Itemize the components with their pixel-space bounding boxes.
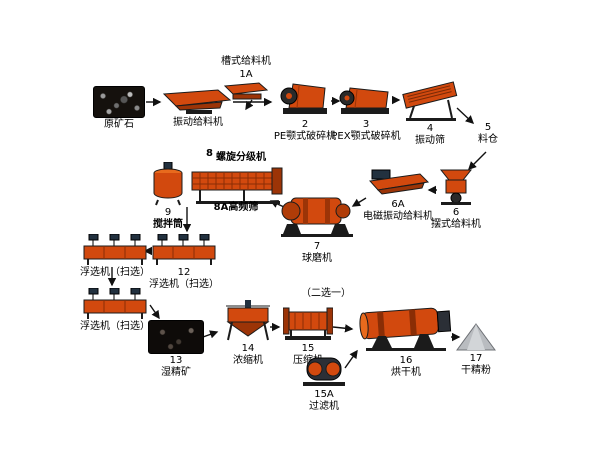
pendulum-feeder-label: 摆式给料机 — [431, 219, 481, 230]
vibrating-feeder-label: 振动给料机 — [173, 117, 223, 128]
bin-number: 5 — [484, 122, 492, 133]
node-dryer: 16 烘干机 — [354, 300, 458, 379]
trough-feeder-label: 槽式给料机 — [221, 56, 271, 67]
ball-mill-label: 球磨机 — [302, 253, 332, 264]
node-press-machine: 15 压缩机 — [280, 304, 336, 367]
vibrating-screen-number: 4 — [426, 123, 434, 134]
pendulum-feeder-icon — [439, 169, 473, 205]
thickener-label: 浓缩机 — [233, 355, 263, 366]
filter-machine-icon — [303, 357, 345, 386]
pe-jaw-crusher-label: PE颚式破碎机 — [273, 131, 337, 142]
dryer-label: 烘干机 — [391, 367, 421, 378]
pe-jaw-crusher-icon — [280, 83, 327, 114]
node-trough-feeder: 槽式给料机 1A — [212, 56, 280, 103]
dry-powder-icon — [456, 323, 496, 351]
spiral-classifier-header: 8 螺旋分级机 — [206, 148, 266, 163]
node-dry-powder: 17 干精粉 — [452, 322, 500, 377]
mixing-barrel-icon — [153, 162, 183, 206]
pex-jaw-crusher-label: PEX颚式破碎机 — [331, 131, 401, 142]
raw-ore-icon — [93, 86, 145, 118]
dryer-icon — [359, 307, 452, 351]
choose-one-note-label: （二选一） — [301, 288, 351, 299]
node-pe-jaw-crusher: 2 PE颚式破碎机 — [274, 80, 336, 143]
press-machine-number: 15 — [301, 343, 315, 354]
node-flotation-scavenger-b: 12 浮选机（扫选） — [149, 234, 219, 291]
node-wet-concentrate: 13 湿精矿 — [146, 320, 206, 379]
dryer-number: 16 — [399, 355, 413, 366]
node-pex-jaw-crusher: 3 PEX颚式破碎机 — [331, 84, 401, 143]
node-raw-ore: 原矿石 — [88, 86, 150, 131]
node-vibrating-feeder: 振动给料机 — [158, 88, 238, 129]
filter-machine-number: 15A — [314, 389, 334, 400]
node-filter-machine: 15A 过滤机 — [296, 354, 352, 413]
flotation-scavenger-b-number: 12 — [177, 267, 191, 278]
wet-concentrate-icon — [148, 320, 204, 354]
pex-jaw-crusher-icon — [339, 87, 389, 114]
dry-powder-label: 干精粉 — [461, 365, 491, 376]
vibrating-feeder-icon — [162, 89, 232, 114]
bin-label: 料仓 — [478, 134, 498, 145]
flotation-scavenger-b-label: 浮选机（扫选） — [149, 279, 219, 290]
node-high-freq-screen: 8A高频筛 — [200, 202, 272, 214]
node-vibrating-screen: 4 振动筛 — [396, 78, 464, 147]
vibrating-screen-icon — [402, 81, 458, 121]
spiral-classifier-icon — [191, 167, 283, 204]
em-vibrating-feeder-icon — [369, 169, 430, 195]
node-choose-one-note: （二选一） — [294, 288, 358, 300]
wet-concentrate-label: 湿精矿 — [161, 367, 191, 378]
node-flotation-scavenger-c: 浮选机（扫选） — [80, 288, 150, 333]
high-freq-screen-label: 8A高频筛 — [213, 202, 259, 213]
flotation-machine-icon — [152, 234, 216, 265]
node-mixing-barrel: 9 搅拌筒 — [144, 162, 192, 231]
thickener-number: 14 — [241, 343, 255, 354]
press-machine-label: 压缩机 — [293, 355, 323, 366]
node-flotation-scavenger-a: 浮选机（扫选） — [80, 234, 150, 279]
ball-mill-icon — [281, 197, 353, 237]
filter-machine-label: 过滤机 — [309, 401, 339, 412]
flotation-machine-icon — [83, 234, 147, 265]
trough-feeder-number: 1A — [239, 69, 253, 80]
vibrating-screen-label: 振动筛 — [415, 135, 445, 146]
node-bin: 5 料仓 — [466, 122, 510, 146]
raw-ore-label: 原矿石 — [104, 119, 134, 130]
node-spiral-classifier: 8 螺旋分级机 — [186, 148, 286, 204]
node-thickener: 14 浓缩机 — [220, 300, 276, 367]
flotation-machine-icon — [83, 288, 147, 319]
wet-concentrate-number: 13 — [169, 355, 183, 366]
pex-jaw-crusher-number: 3 — [362, 119, 370, 130]
mixing-barrel-number: 9 — [164, 207, 172, 218]
em-vibrating-feeder-label: 电磁振动给料机 — [363, 211, 433, 222]
pe-jaw-crusher-number: 2 — [301, 119, 309, 130]
node-pendulum-feeder: 6 摆式给料机 — [431, 168, 481, 231]
pendulum-feeder-number: 6 — [452, 207, 460, 218]
spiral-classifier-number: 8 — [206, 148, 213, 159]
flotation-scavenger-c-label: 浮选机（扫选） — [80, 321, 150, 332]
press-machine-icon — [283, 307, 333, 340]
trough-feeder-icon — [223, 82, 269, 100]
node-em-vibrating-feeder: 6A 电磁振动给料机 — [363, 168, 433, 223]
thickener-icon — [226, 300, 270, 341]
flotation-scavenger-a-label: 浮选机（扫选） — [80, 267, 150, 278]
dry-powder-number: 17 — [469, 353, 483, 364]
spiral-classifier-label: 螺旋分级机 — [215, 152, 266, 163]
em-vibrating-feeder-number: 6A — [391, 199, 405, 210]
node-ball-mill: 7 球磨机 — [280, 190, 354, 265]
mixing-barrel-label: 搅拌筒 — [153, 219, 183, 230]
ball-mill-number: 7 — [313, 241, 321, 252]
